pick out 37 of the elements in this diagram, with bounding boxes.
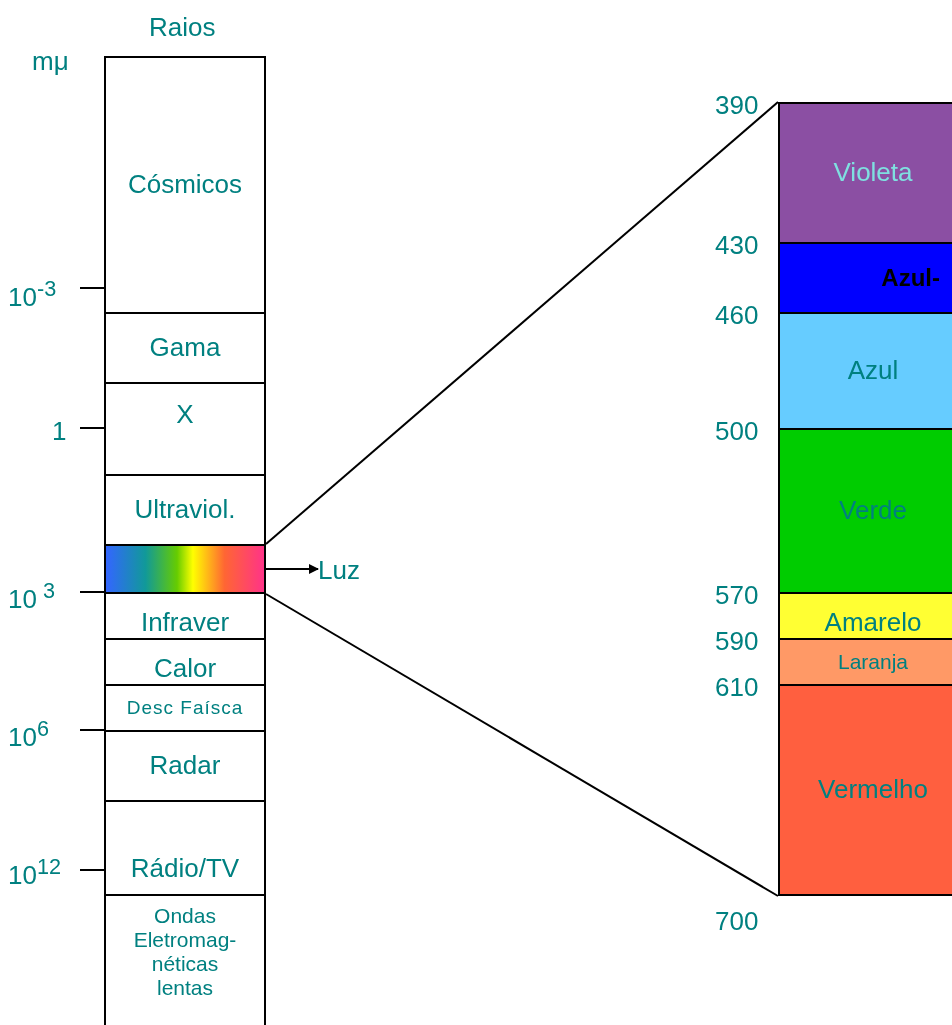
- spectrum-band: Verde: [778, 428, 952, 594]
- scale-value: 460: [715, 300, 759, 331]
- scale-value: 700: [715, 906, 759, 937]
- spectrum-band: X: [104, 382, 266, 476]
- scale-value: 10 $^{3}$: [8, 578, 55, 615]
- arrow: [265, 564, 319, 574]
- spectrum-band: Rádio/TV: [104, 800, 266, 896]
- column-heading: Raios: [149, 12, 216, 43]
- scale-value: 10$^{6}$: [8, 716, 49, 753]
- scale-value: 1: [52, 416, 67, 447]
- spectrum-band: Amarelo: [778, 592, 952, 640]
- scale-value: 10$^{-3}$: [8, 276, 57, 313]
- scale-value: 570: [715, 580, 759, 611]
- spectrum-band: Calor: [104, 638, 266, 686]
- zoom-line: [265, 101, 779, 545]
- spectrum-band: Ondas Eletromag- néticas lentas: [104, 894, 266, 1025]
- spectrum-band: Radar: [104, 730, 266, 802]
- arrow-label: Luz: [318, 556, 378, 586]
- spectrum-band: Ultraviol.: [104, 474, 266, 546]
- scale-value: 10$^{12}$: [8, 854, 61, 891]
- spectrum-band: Gama: [104, 312, 266, 384]
- spectrum-band: Desc Faísca: [104, 684, 266, 732]
- scale-value: 390: [715, 90, 759, 121]
- spectrum-band: Azul: [778, 312, 952, 430]
- scale-value: 430: [715, 230, 759, 261]
- spectrum-band: Violeta: [778, 102, 952, 244]
- scale-value: 590: [715, 626, 759, 657]
- unit-label: mμ: [32, 46, 69, 77]
- zoom-line: [265, 593, 779, 897]
- spectrum-band: Infraver: [104, 592, 266, 640]
- spectrum-band: Cósmicos: [104, 56, 266, 314]
- scale-value: 610: [715, 672, 759, 703]
- spectrum-band: Laranja: [778, 638, 952, 686]
- scale-value: 500: [715, 416, 759, 447]
- spectrum-band: Vermelho: [778, 684, 952, 896]
- spectrum-band: [104, 544, 266, 594]
- spectrum-band: Azul-: [778, 242, 952, 314]
